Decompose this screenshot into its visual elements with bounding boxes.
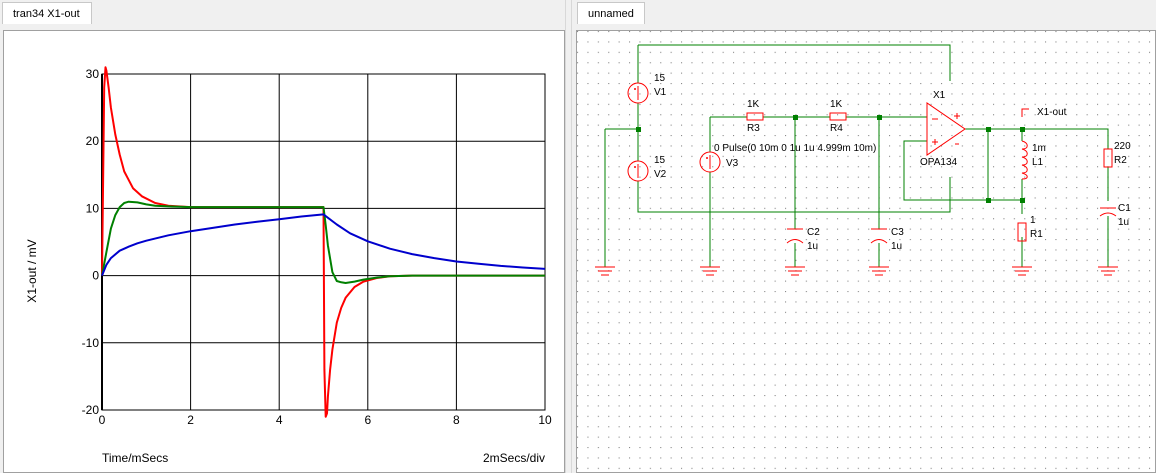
l1-value: 1m (1032, 143, 1046, 154)
v1-value: 15 (654, 73, 666, 84)
y-axis-label: X1-out / mV (25, 239, 39, 302)
c2-capacitor[interactable] (786, 228, 804, 244)
r1-resistor[interactable] (1017, 222, 1027, 242)
tab-schematic[interactable]: unnamed (577, 2, 645, 24)
y-tick-label: 30 (86, 67, 100, 81)
schematic-canvas[interactable]: 15 V1 15 V2 0 Pulse(0 10m 0 1u 1u 4.999m… (577, 31, 1156, 473)
l1-inductor[interactable] (1021, 140, 1028, 180)
tab-graph-label: tran34 X1-out (13, 8, 80, 20)
x-tick-label: 10 (538, 413, 552, 427)
r3-ref: R3 (747, 123, 760, 134)
v1-source[interactable] (627, 82, 649, 104)
r4-resistor[interactable] (829, 112, 847, 121)
c1-value: 1u (1118, 217, 1129, 228)
y-tick-label: 0 (92, 269, 99, 283)
x1-ref: X1 (933, 90, 946, 101)
v2-ref: V2 (654, 169, 667, 180)
c3-value: 1u (891, 241, 902, 252)
v3-value: 0 Pulse(0 10m 0 1u 1u 4.999m 10m) (714, 143, 876, 154)
junction-dots (636, 115, 1025, 203)
r2-resistor[interactable] (1103, 148, 1113, 168)
series-line-1 (101, 66, 545, 418)
r4-ref: R4 (830, 123, 843, 134)
v3-ref: V3 (726, 158, 739, 169)
x-axis-label: Time/mSecs (102, 451, 168, 465)
r4-value: 1K (830, 99, 843, 110)
v1-ref: V1 (654, 87, 667, 98)
y-tick-label: -20 (82, 403, 100, 417)
x1-value: OPA134 (920, 157, 957, 168)
schematic-panel[interactable]: 15 V1 15 V2 0 Pulse(0 10m 0 1u 1u 4.999m… (576, 30, 1156, 473)
tab-graph[interactable]: tran34 X1-out (2, 2, 92, 24)
waveform-chart[interactable]: 0 2 4 6 8 10 30 20 10 0 -10 -20 X1-out / mV Time/mS… (4, 31, 565, 473)
probe-label: X1-out (1037, 107, 1067, 118)
c3-capacitor[interactable] (870, 228, 888, 244)
v2-source[interactable] (627, 160, 649, 182)
pane-splitter[interactable] (565, 0, 572, 473)
y-tick-label: 10 (86, 201, 100, 215)
x-tick-label: 8 (453, 413, 460, 427)
v2-value: 15 (654, 155, 666, 166)
wires (604, 44, 1109, 267)
x1-opamp[interactable] (926, 102, 966, 156)
v3-source[interactable] (699, 151, 721, 173)
c2-ref: C2 (807, 227, 820, 238)
x-tick-label: 4 (276, 413, 283, 427)
series-line-2 (101, 200, 545, 284)
dot-grid (577, 31, 1155, 472)
l1-ref: L1 (1032, 157, 1044, 168)
r3-value: 1K (747, 99, 760, 110)
y-tick-label: -10 (82, 336, 100, 350)
probe-marker[interactable] (1021, 108, 1029, 117)
tab-schematic-label: unnamed (588, 8, 634, 20)
r2-value: 220 (1114, 141, 1131, 152)
r3-resistor[interactable] (746, 112, 764, 121)
c2-value: 1u (807, 241, 818, 252)
r1-ref: R1 (1030, 229, 1043, 240)
c1-capacitor[interactable] (1099, 207, 1117, 217)
x-tick-label: 2 (187, 413, 194, 427)
scale-note: 2mSecs/div (483, 451, 545, 465)
c3-ref: C3 (891, 227, 904, 238)
x-tick-label: 0 (99, 413, 106, 427)
r2-ref: R2 (1114, 155, 1127, 166)
y-tick-label: 20 (86, 134, 100, 148)
c1-ref: C1 (1118, 203, 1131, 214)
graph-panel: 0 2 4 6 8 10 30 20 10 0 -10 -20 X1-out / mV Time/mS… (3, 30, 565, 473)
series-line-3 (101, 213, 546, 276)
ground-symbols (595, 266, 1118, 276)
x-tick-label: 6 (364, 413, 371, 427)
r1-value: 1 (1030, 215, 1036, 226)
